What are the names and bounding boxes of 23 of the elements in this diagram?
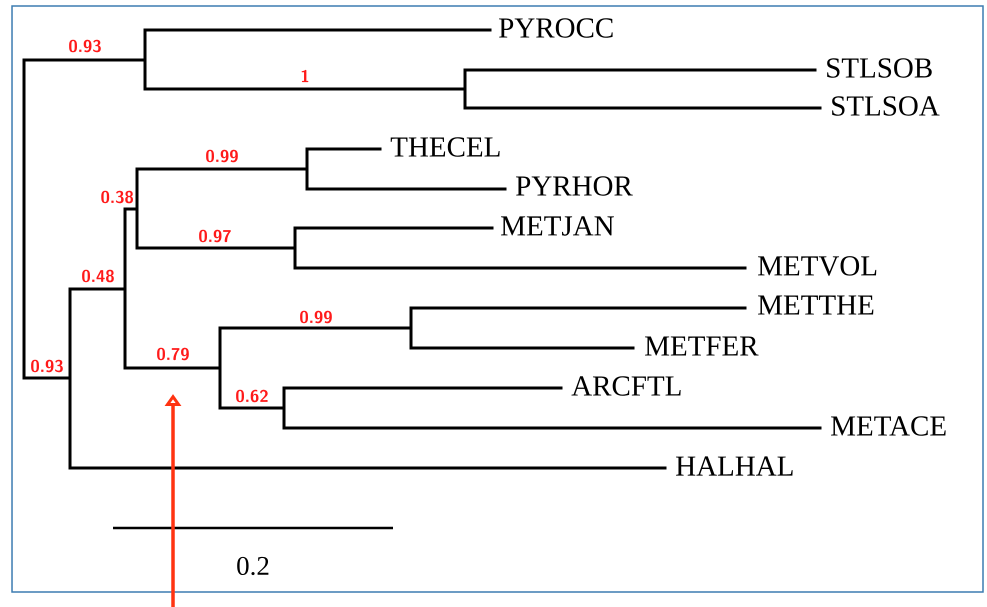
support-value: 0.62 <box>236 390 268 402</box>
taxon-label: PYROCC <box>499 18 613 38</box>
support-value: 0.93 <box>69 40 101 52</box>
taxon-label: METJAN <box>501 216 614 236</box>
support-value: 0.38 <box>101 190 133 204</box>
support-value: 0.93 <box>31 360 63 372</box>
support-value: 0.79 <box>157 348 189 360</box>
taxon-label: STLSOA <box>832 96 940 116</box>
taxon-label: METVOL <box>758 256 876 276</box>
scale-label: 0.2 <box>237 556 268 576</box>
support-value: 0.99 <box>206 150 238 162</box>
taxon-label: METFER <box>645 336 759 356</box>
taxon-label: THECEL <box>390 137 500 157</box>
taxon-label: PYRHOR <box>516 176 633 196</box>
taxon-label: HALHAL <box>676 456 793 476</box>
support-value: 0.99 <box>300 310 332 324</box>
taxon-label: STLSOB <box>827 58 932 78</box>
support-value: 1 <box>302 70 308 82</box>
support-value: 0.48 <box>82 270 114 282</box>
taxon-label: METTHE <box>758 296 874 314</box>
taxon-label: ARCFTL <box>572 376 681 396</box>
support-value: 0.97 <box>199 230 231 242</box>
taxon-label: METACE <box>831 416 946 436</box>
